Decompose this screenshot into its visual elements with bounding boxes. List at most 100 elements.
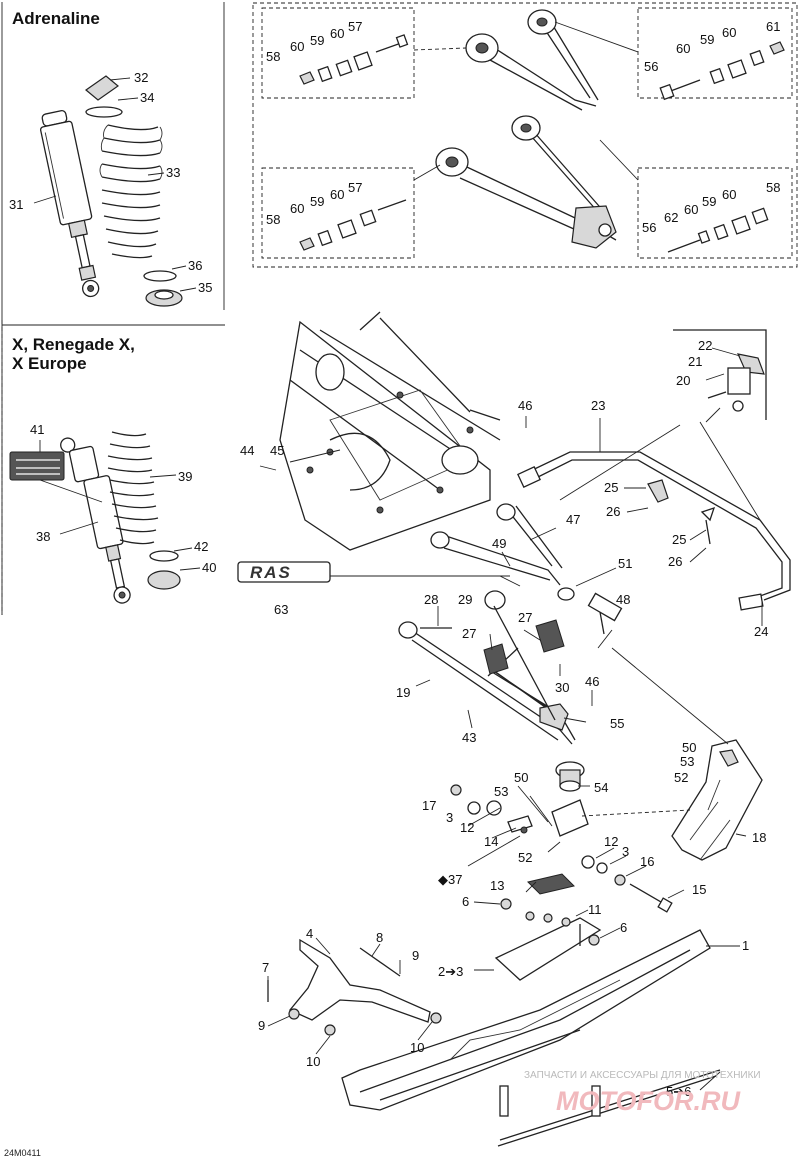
callout-58-top: 58 bbox=[266, 49, 280, 64]
callout-44: 44 bbox=[240, 443, 254, 458]
callout-6-left: 6 bbox=[462, 894, 469, 909]
ski bbox=[341, 917, 721, 1147]
lower-a-arm bbox=[398, 590, 576, 745]
callout-3-left: 3 bbox=[446, 810, 453, 825]
callout-60-bl-b: 60 bbox=[330, 187, 344, 202]
callout-8: 8 bbox=[376, 930, 383, 945]
callout-43: 43 bbox=[462, 730, 476, 745]
x-shock bbox=[9, 437, 131, 604]
spindle-hardware-right bbox=[581, 855, 673, 913]
callout-26-a: 26 bbox=[606, 504, 620, 519]
callout-59-tr: 59 bbox=[700, 32, 714, 47]
x-leaders bbox=[39, 440, 201, 571]
callout-57-top: 57 bbox=[348, 19, 362, 34]
callout-19: 19 bbox=[396, 685, 410, 700]
callout-58-br: 58 bbox=[766, 180, 780, 195]
callout-59-bl: 59 bbox=[310, 194, 324, 209]
adrenaline-spring-parts bbox=[85, 75, 183, 307]
section-title-x-line1: X, Renegade X, bbox=[12, 335, 135, 354]
callout-25-b: 25 bbox=[672, 532, 686, 547]
callout-39: 39 bbox=[178, 469, 192, 484]
section-title-x-line2: X Europe bbox=[12, 354, 87, 373]
callout-10-left: 10 bbox=[306, 1054, 320, 1069]
a-arm-variants-frame bbox=[252, 2, 798, 268]
callout-46-top: 46 bbox=[518, 398, 532, 413]
detail-box-top-left bbox=[261, 7, 415, 99]
adrenaline-spring bbox=[99, 124, 163, 259]
callout-51: 51 bbox=[618, 556, 632, 571]
callout-18: 18 bbox=[752, 830, 766, 845]
a-arm-detail-leaders bbox=[413, 21, 639, 181]
sway-bar-links bbox=[647, 479, 716, 545]
callout-31: 31 bbox=[9, 197, 23, 212]
callout-30: 30 bbox=[555, 680, 569, 695]
panel-borders bbox=[1, 2, 798, 615]
callout-27-a: 27 bbox=[462, 626, 476, 641]
callout-56-br: 56 bbox=[642, 220, 656, 235]
callout-20: 20 bbox=[676, 373, 690, 388]
callout-40: 40 bbox=[202, 560, 216, 575]
sway-bar bbox=[517, 451, 791, 611]
upper-a-arm-variant-top bbox=[465, 9, 599, 111]
upper-a-arm-variant-bottom bbox=[435, 115, 617, 249]
callout-5-to-6: 5➔6 bbox=[666, 1084, 691, 1099]
callout-17: 17 bbox=[422, 798, 436, 813]
section-title-adrenaline: Adrenaline bbox=[12, 9, 100, 28]
callout-12-left: 12 bbox=[460, 820, 474, 835]
callout-9-left: 9 bbox=[258, 1018, 265, 1033]
callout-4: 4 bbox=[306, 926, 313, 941]
detail-box-bottom-right bbox=[637, 167, 793, 259]
callout-13: 13 bbox=[490, 878, 504, 893]
adrenaline-leaders bbox=[33, 77, 197, 292]
callout-60-top-b: 60 bbox=[330, 26, 344, 41]
callout-33: 33 bbox=[166, 165, 180, 180]
callout-60-br-a: 60 bbox=[684, 202, 698, 217]
callout-50-right: 50 bbox=[682, 740, 696, 755]
hardware-row-top-right bbox=[659, 41, 785, 101]
callout-23: 23 bbox=[591, 398, 605, 413]
callout-12-right: 12 bbox=[604, 834, 618, 849]
callout-60-tr-b: 60 bbox=[722, 25, 736, 40]
spindle bbox=[551, 761, 589, 837]
ski-fasteners bbox=[500, 898, 600, 946]
callout-62: 62 bbox=[664, 210, 678, 225]
callout-57-bl: 57 bbox=[348, 180, 362, 195]
callout-58-bl: 58 bbox=[266, 212, 280, 227]
spindle-hardware-left bbox=[450, 784, 533, 834]
callout-9-right: 9 bbox=[412, 948, 419, 963]
callout-22: 22 bbox=[698, 338, 712, 353]
callout-47: 47 bbox=[566, 512, 580, 527]
hardware-row-bottom-left bbox=[299, 199, 407, 251]
x-spring-parts bbox=[147, 550, 181, 590]
x-spring bbox=[107, 431, 159, 545]
shock-clamps bbox=[420, 619, 565, 675]
callout-61: 61 bbox=[766, 19, 780, 34]
callout-55: 55 bbox=[610, 716, 624, 731]
ski-handle bbox=[267, 938, 442, 1036]
callout-56-tr: 56 bbox=[644, 59, 658, 74]
callout-36: 36 bbox=[188, 258, 202, 273]
callout-1: 1 bbox=[742, 938, 749, 953]
callout-53-right: 53 bbox=[680, 754, 694, 769]
callout-41: 41 bbox=[30, 422, 44, 437]
callout-60-br-b: 60 bbox=[722, 187, 736, 202]
ras-logo-text: RAS bbox=[250, 563, 292, 582]
ras-logo-decal: RAS bbox=[237, 561, 331, 583]
callout-46-mid: 46 bbox=[585, 674, 599, 689]
callout-28: 28 bbox=[424, 592, 438, 607]
hardware-row-bottom-right bbox=[667, 207, 769, 253]
callout-32: 32 bbox=[134, 70, 148, 85]
callout-3-right: 3 bbox=[622, 844, 629, 859]
callout-34: 34 bbox=[140, 90, 154, 105]
callout-25-a: 25 bbox=[604, 480, 618, 495]
detail-box-top-right bbox=[637, 7, 793, 99]
callout-53-left: 53 bbox=[494, 784, 508, 799]
callout-63: 63 bbox=[274, 602, 288, 617]
callout-29: 29 bbox=[458, 592, 472, 607]
callout-52-left: 52 bbox=[518, 850, 532, 865]
reservoir-bracket bbox=[9, 451, 65, 481]
callout-15: 15 bbox=[692, 882, 706, 897]
callout-54: 54 bbox=[594, 780, 608, 795]
callout-7: 7 bbox=[262, 960, 269, 975]
callout-59-top: 59 bbox=[310, 33, 324, 48]
